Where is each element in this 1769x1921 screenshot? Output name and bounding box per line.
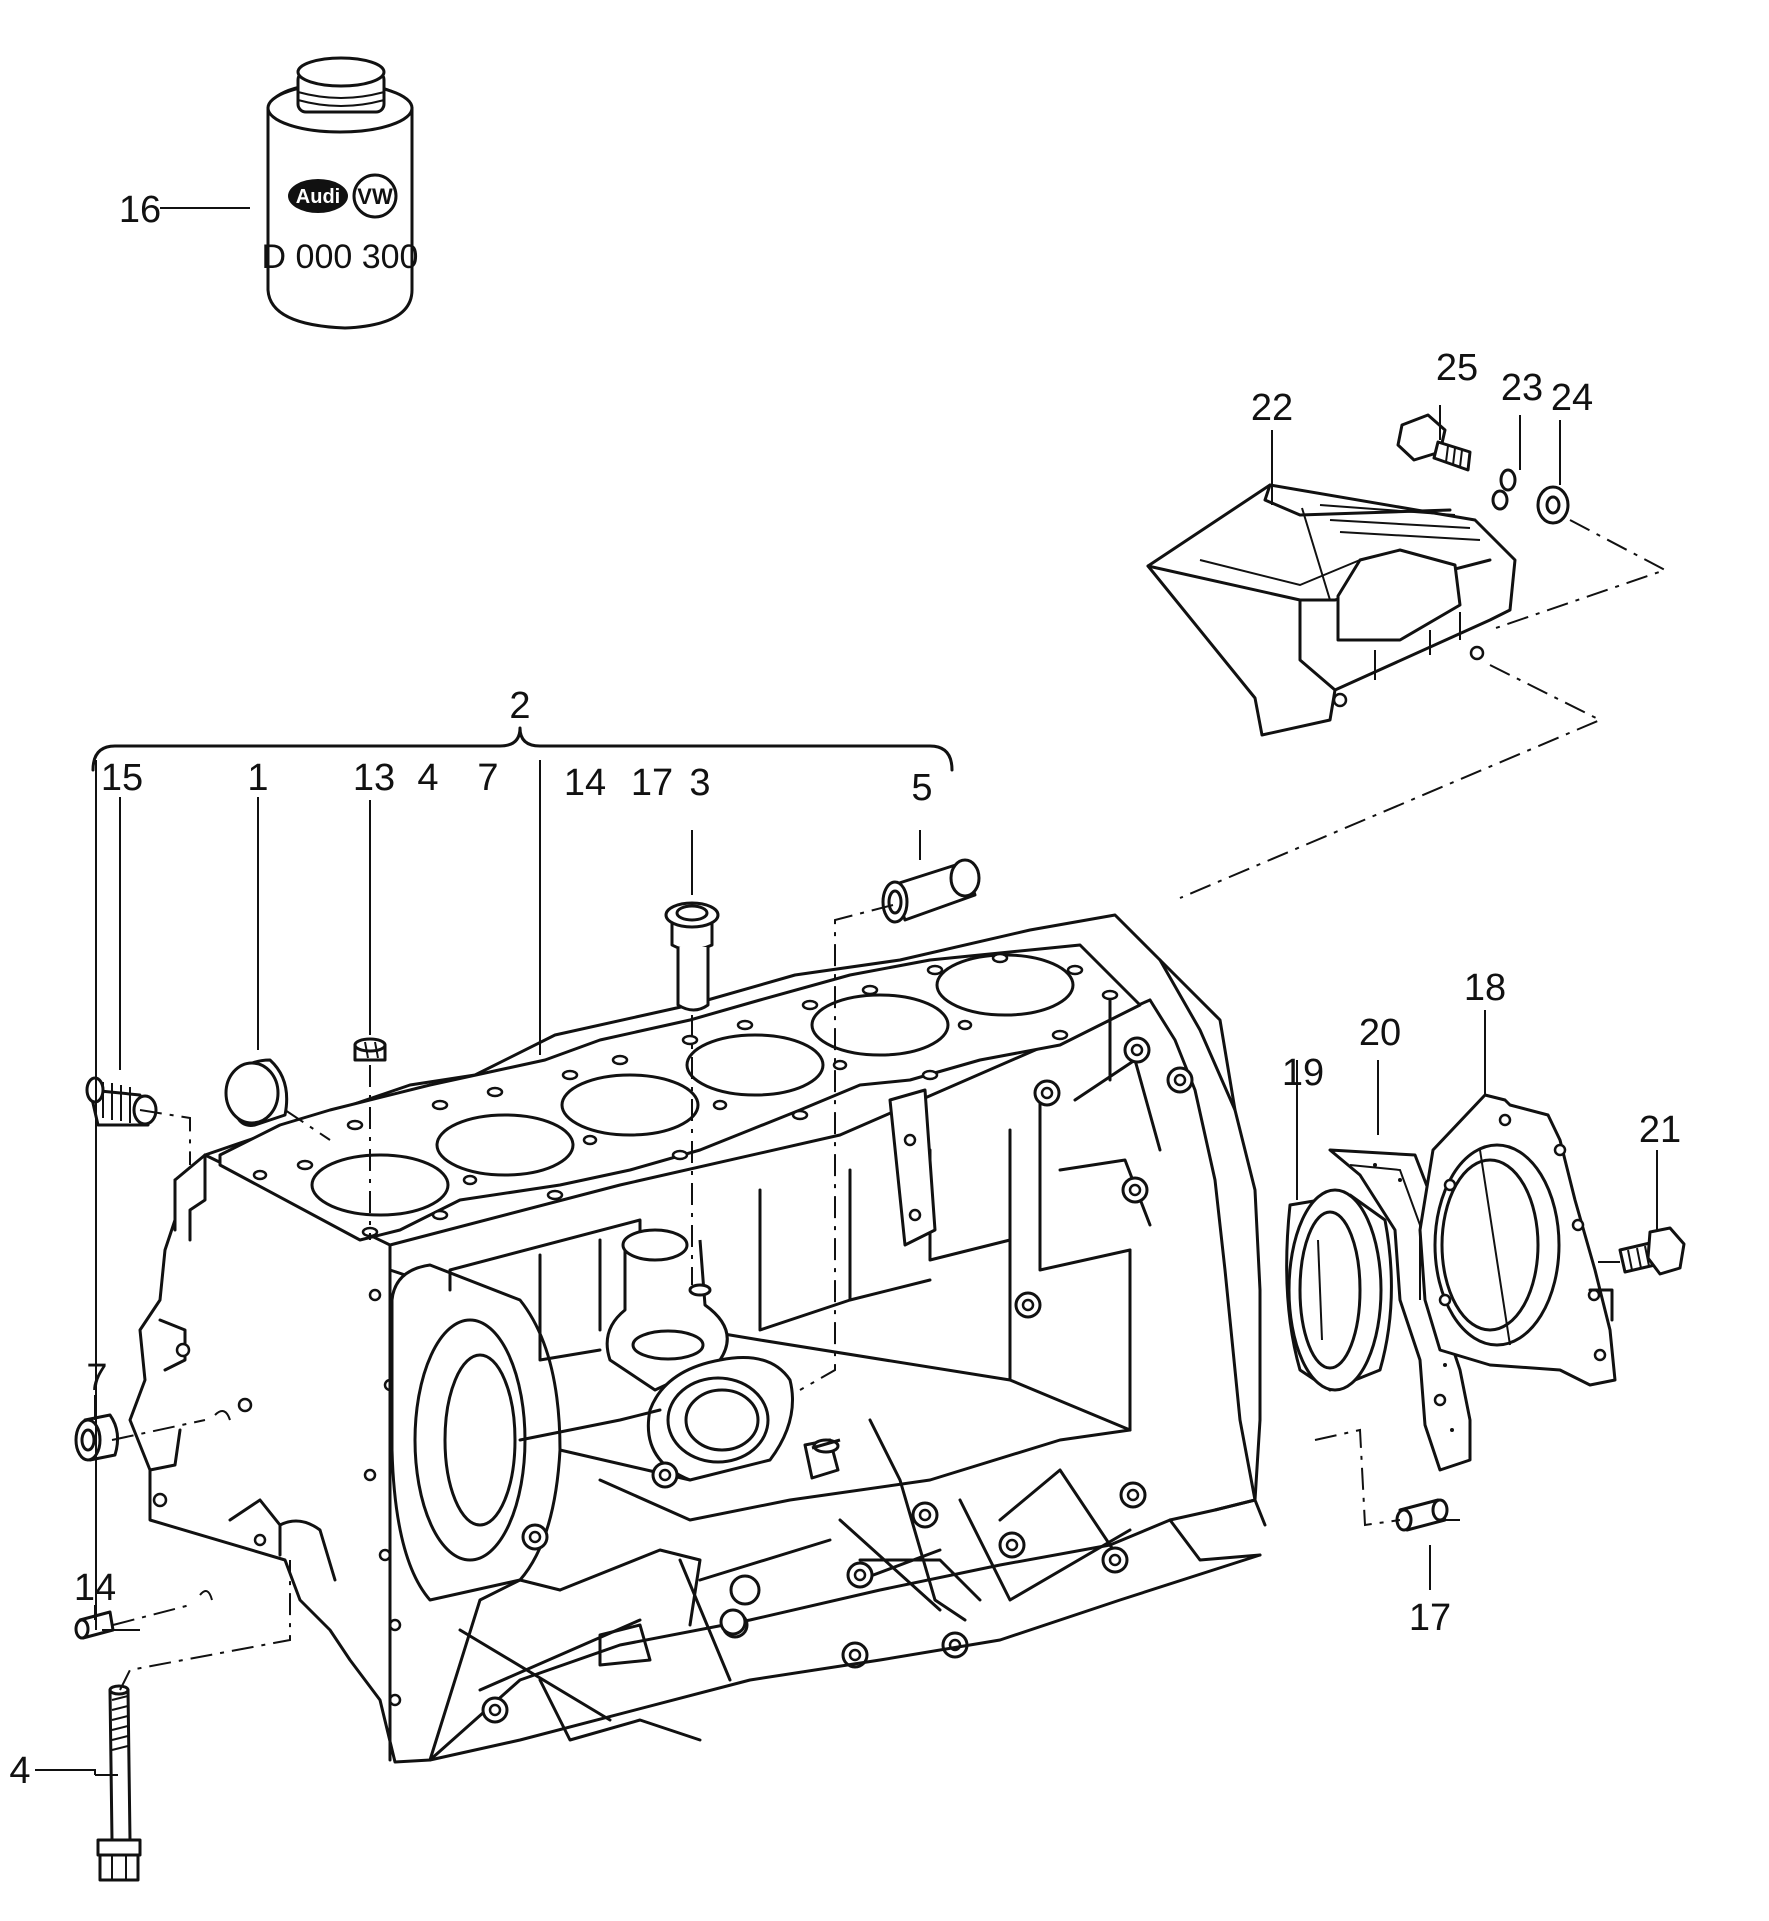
callout-18: 18	[1464, 967, 1506, 1009]
sealant-can: Audi VW D 000 300	[262, 56, 419, 330]
washer-24	[1536, 485, 1570, 525]
sealing-cap-1	[224, 1058, 289, 1127]
callout-3: 3	[689, 762, 710, 804]
callout-7-top: 7	[477, 757, 498, 799]
plug-7	[74, 1413, 120, 1462]
bushing-3	[664, 901, 720, 1012]
callout-19: 19	[1282, 1052, 1324, 1094]
bushing-5	[881, 858, 981, 924]
callout-14: 14	[74, 1567, 116, 1609]
vw-logo	[352, 173, 398, 219]
callout-2: 2	[509, 685, 530, 727]
callout-17-top: 17	[631, 762, 673, 804]
engine-block	[128, 913, 1267, 1764]
can-part-number: D 000 300	[262, 238, 419, 276]
bolt-21	[1618, 1226, 1686, 1276]
audi-logo-text: Audi	[296, 186, 340, 208]
callout-4-top: 4	[417, 757, 438, 799]
callout-21: 21	[1639, 1109, 1681, 1151]
callout-7: 7	[86, 1357, 107, 1399]
callout-5: 5	[911, 767, 932, 809]
threaded-plug-15	[85, 1076, 158, 1127]
callout-labels: 16 25 23 24 22 2 15 1 13 4 7 14 17 3 5 1…	[9, 189, 1681, 1792]
cover-plate	[1146, 483, 1517, 737]
dowel-on-block	[811, 1438, 841, 1450]
callout-15: 15	[101, 757, 143, 799]
callout-13: 13	[353, 757, 395, 799]
leader-lines	[35, 405, 1658, 1776]
callout-1: 1	[247, 757, 268, 799]
dowel-17	[1395, 1498, 1449, 1532]
group-2-bracket	[91, 726, 954, 772]
vw-logo-text: VW	[357, 184, 393, 209]
callout-16: 16	[119, 189, 161, 231]
callout-4: 4	[9, 1750, 30, 1792]
sleeve-13	[353, 1037, 387, 1062]
lock-washer-23	[1491, 468, 1517, 511]
callout-14-top: 14	[564, 762, 606, 804]
callout-17: 17	[1409, 1597, 1451, 1639]
callout-25: 25	[1436, 347, 1478, 389]
bolt-25	[1396, 413, 1472, 472]
callout-24: 24	[1551, 377, 1593, 419]
callout-20: 20	[1359, 1012, 1401, 1054]
oil-seal-19	[1285, 1188, 1393, 1392]
callout-22: 22	[1251, 387, 1293, 429]
callout-23: 23	[1501, 367, 1543, 409]
block-bosses	[481, 1036, 1194, 1724]
dash-lines	[111, 904, 1620, 1691]
seal-flange-18	[1418, 1093, 1617, 1387]
deck-holes	[252, 952, 1119, 1238]
bolt-4	[96, 1684, 142, 1882]
audi-logo	[288, 179, 348, 213]
